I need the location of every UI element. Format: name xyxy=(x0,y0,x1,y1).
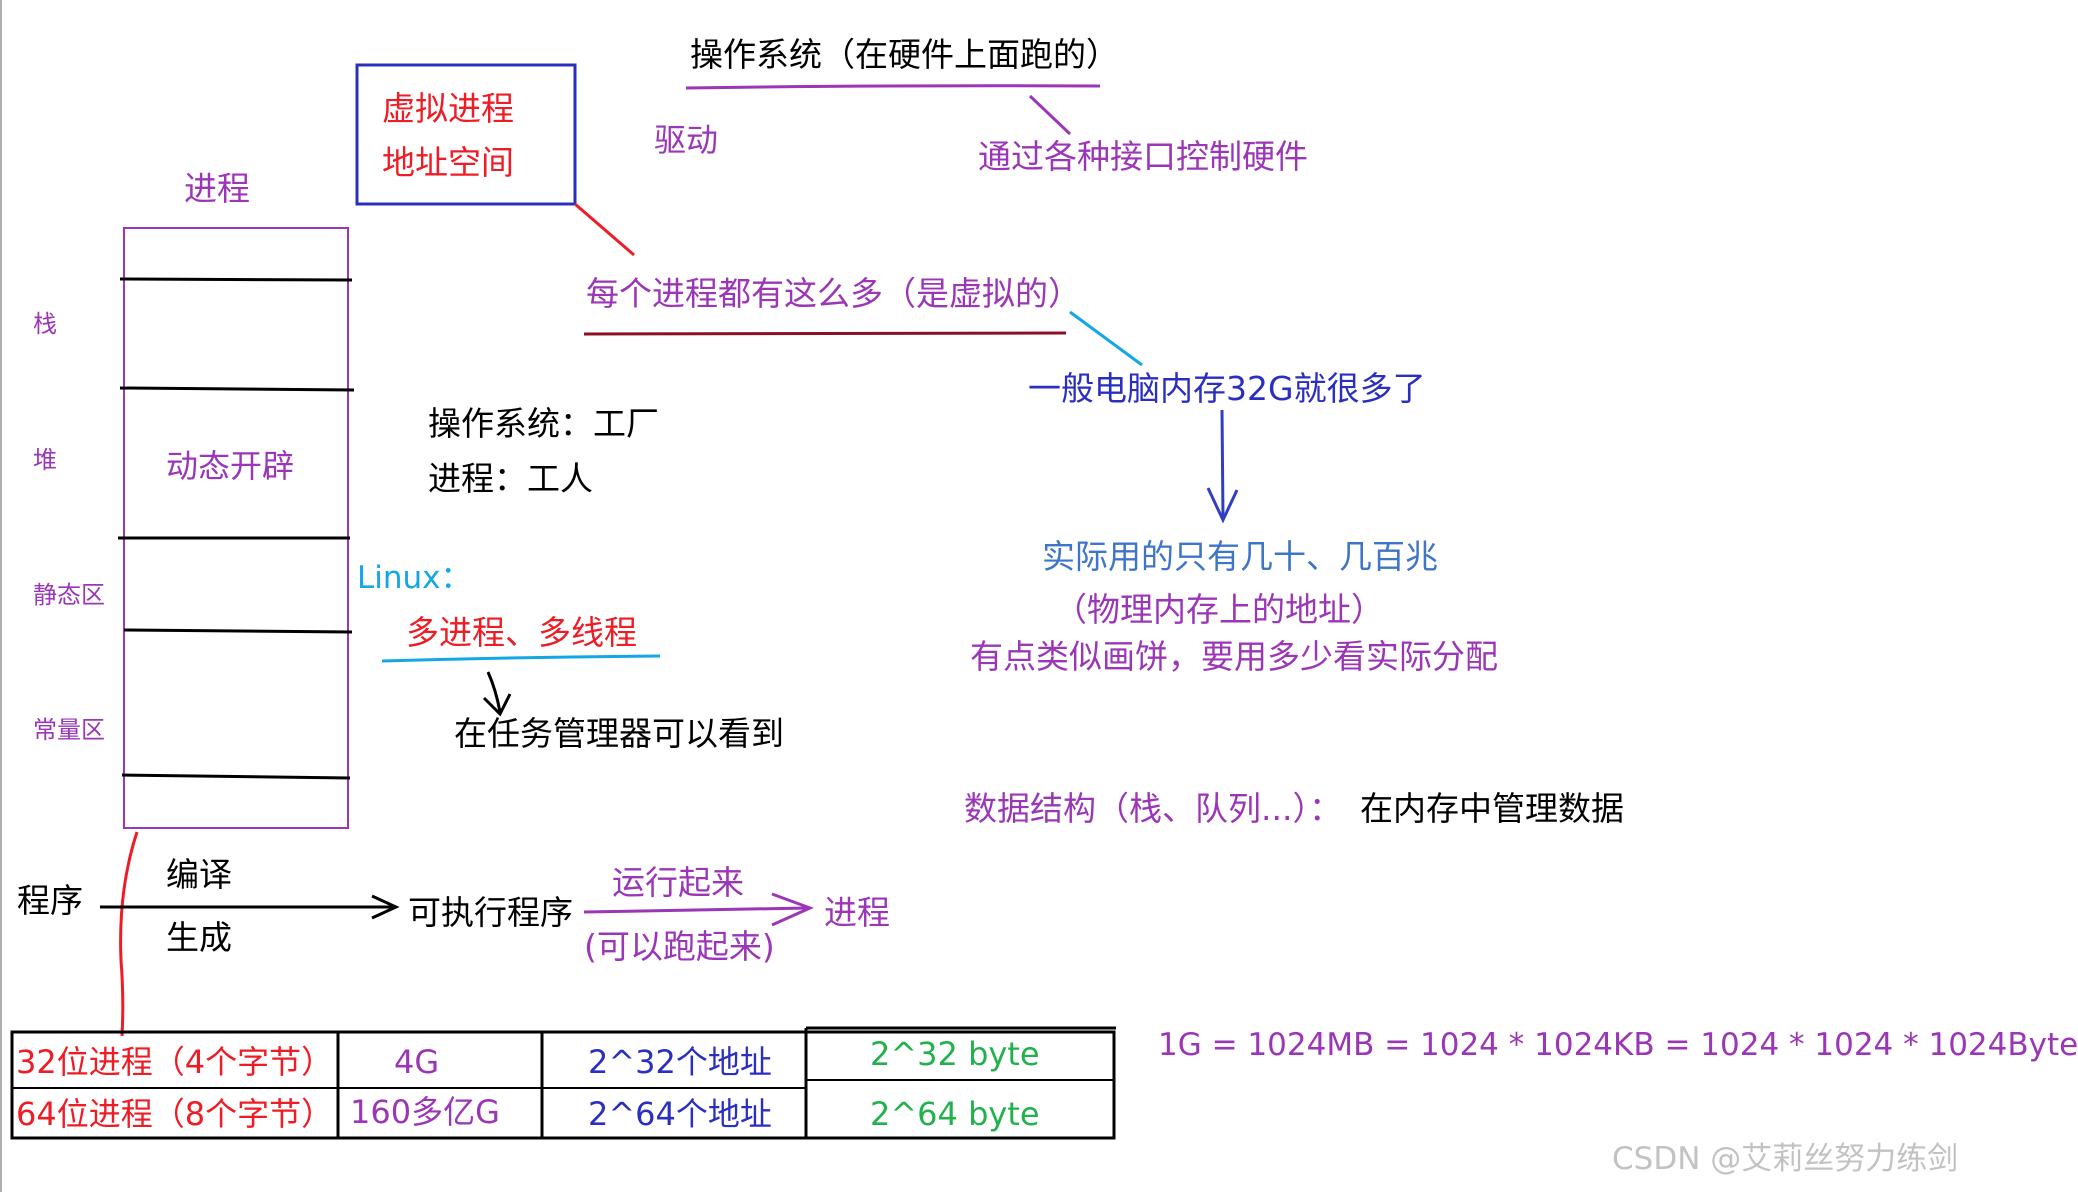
actual-note-line1: 实际用的只有几十、几百兆 xyxy=(1042,537,1438,576)
task-arrow-head xyxy=(482,693,512,717)
actual-note-line2: （物理内存上的地址） xyxy=(1054,590,1384,629)
virtual-note-underline xyxy=(583,331,1067,336)
size-table-border xyxy=(10,1030,1116,1140)
table-row-32-space: 4G xyxy=(394,1043,440,1081)
segment-divider-1 xyxy=(119,277,353,282)
analogy-line1: 操作系统：工厂 xyxy=(428,404,659,443)
virtual-box-line1: 虚拟进程 xyxy=(382,89,514,128)
flow-result: 进程 xyxy=(824,893,890,932)
task-arrow-shaft xyxy=(486,671,502,713)
flow-compile: 编译 xyxy=(166,855,232,894)
segment-divider-2 xyxy=(119,386,355,392)
analogy-line2: 进程：工人 xyxy=(428,459,593,498)
data-structure-left: 数据结构（栈、队列...）： xyxy=(964,789,1342,828)
flow-run-note: (可以跑起来) xyxy=(584,927,775,966)
virtual-space-box xyxy=(355,63,577,206)
table-row-64-kind: 64位进程（8个字节） xyxy=(16,1095,334,1133)
flow-run: 运行起来 xyxy=(612,863,744,902)
heap-inner-label: 动态开辟 xyxy=(166,447,295,485)
virtual-note: 每个进程都有这么多（是虚拟的） xyxy=(586,274,1081,313)
flow-generate: 生成 xyxy=(166,918,232,957)
memory-note-connector xyxy=(1069,310,1143,367)
table-row-32-bytes: 2^32 byte xyxy=(870,1035,1040,1073)
run-arrow-shaft xyxy=(583,906,809,914)
segment-label-static: 静态区 xyxy=(33,581,105,609)
flow-executable: 可执行程序 xyxy=(408,893,573,932)
segment-label-const: 常量区 xyxy=(33,716,105,744)
unit-formula: 1G = 1024MB = 1024 * 1024KB = 1024 * 102… xyxy=(1158,1027,2078,1063)
hardware-note: 通过各种接口控制硬件 xyxy=(978,137,1308,176)
os-note-connector xyxy=(1028,94,1072,136)
data-structure-right: 在内存中管理数据 xyxy=(1360,789,1624,828)
process-to-table-line xyxy=(119,831,139,1037)
driver-label: 驱动 xyxy=(654,121,719,159)
task-manager-note: 在任务管理器可以看到 xyxy=(454,714,784,753)
table-row-64-addresses: 2^64个地址 xyxy=(588,1095,772,1133)
table-row-64-space: 160多亿G xyxy=(350,1093,500,1131)
virtual-box-line2: 地址空间 xyxy=(382,143,514,182)
flow-program: 程序 xyxy=(17,881,83,920)
table-row-64-bytes: 2^64 byte xyxy=(870,1095,1040,1133)
os-title-underline xyxy=(685,84,1101,90)
virtual-connector xyxy=(574,202,635,257)
segment-label-heap: 堆 xyxy=(33,446,57,474)
process-title: 进程 xyxy=(184,169,250,208)
segment-divider-5 xyxy=(121,773,351,780)
segment-label-stack: 栈 xyxy=(33,310,57,338)
table-row-32-kind: 32位进程（4个字节） xyxy=(16,1043,334,1081)
watermark: CSDN @艾莉丝努力练剑 xyxy=(1612,1141,1959,1177)
actual-note-line3: 有点类似画饼，要用多少看实际分配 xyxy=(970,637,1498,676)
down-arrow-head xyxy=(1206,487,1239,524)
table-row-32-addresses: 2^32个地址 xyxy=(588,1043,772,1081)
memory-note: 一般电脑内存32G就很多了 xyxy=(1028,369,1426,408)
os-title: 操作系统（在硬件上面跑的） xyxy=(690,35,1119,74)
segment-divider-4 xyxy=(123,628,353,634)
linux-label: Linux： xyxy=(357,560,472,596)
run-arrow-head xyxy=(771,892,814,927)
down-arrow-shaft xyxy=(1220,409,1225,519)
process-memory-box xyxy=(123,227,349,829)
linux-underline xyxy=(381,654,661,663)
sketch-lines xyxy=(0,0,1239,1192)
linux-items: 多进程、多线程 xyxy=(406,613,637,652)
compile-arrow-head xyxy=(371,894,400,920)
